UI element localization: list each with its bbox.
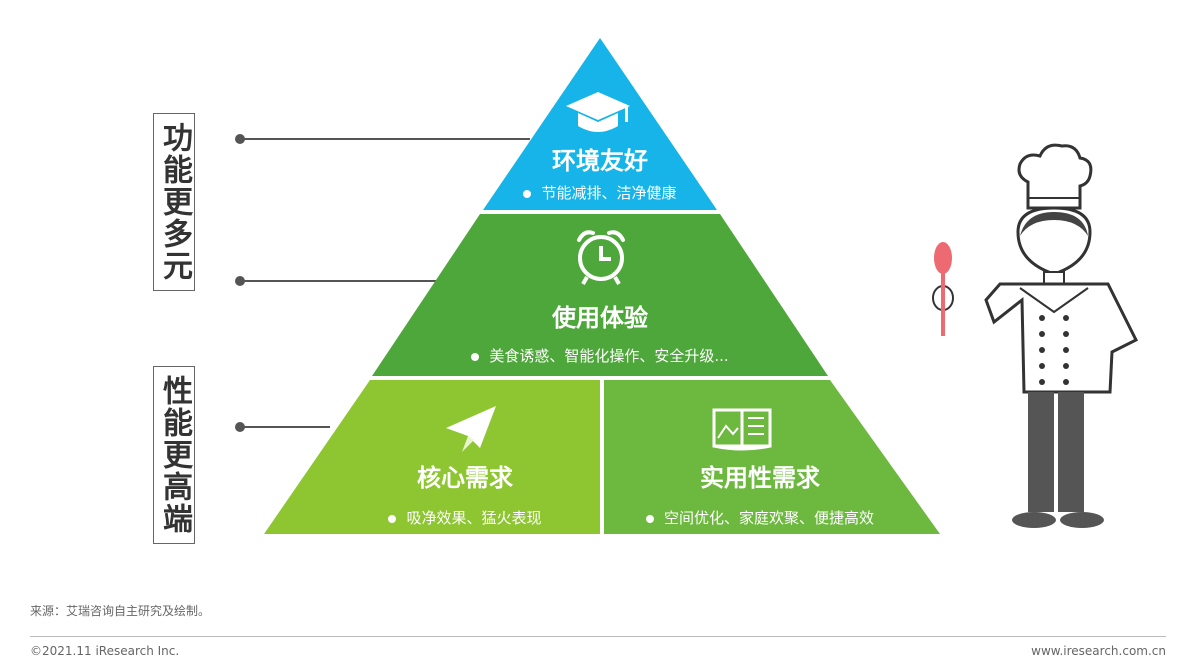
tier-top-text: 环境友好 节能减排、洁净健康 (480, 141, 720, 203)
connector-lines (235, 134, 530, 432)
tier-top-bullet-text: 节能减排、洁净健康 (541, 184, 677, 202)
source-note: 来源：艾瑞咨询自主研究及绘制。 (30, 604, 211, 618)
tier-bottom-left-bullet: 吸净效果、猛火表现 (340, 507, 590, 528)
tier-middle-bullet: 美食诱惑、智能化操作、安全升级... (400, 345, 800, 366)
tier-middle-shape (372, 214, 828, 376)
label-box-bottom: 性能更高端 (153, 366, 195, 544)
tier-bottom-right-text: 实用性需求 空间优化、家庭欢聚、便捷高效 (610, 458, 910, 528)
tier-middle-text: 使用体验 美食诱惑、智能化操作、安全升级... (400, 298, 800, 366)
tier-top-bullet: 节能减排、洁净健康 (480, 182, 720, 203)
footer-copyright: ©2021.11 iResearch Inc. (30, 644, 180, 658)
bullet-dot (645, 514, 654, 523)
bullet-dot (523, 189, 532, 198)
bullet-dot (388, 514, 397, 523)
label-box-top: 功能更多元 (153, 113, 195, 291)
tier-bottom-left-bullet-text: 吸净效果、猛火表现 (406, 509, 542, 527)
footer-divider (30, 636, 1166, 637)
tier-bottom-left-text: 核心需求 吸净效果、猛火表现 (340, 458, 590, 528)
tier-bottom-left-shape (264, 380, 600, 534)
paper-plane-icon (446, 406, 496, 452)
tier-bottom-right-title: 实用性需求 (700, 464, 820, 492)
label-performance: 性能更高端 (157, 375, 192, 535)
tier-bottom-left-title: 核心需求 (417, 464, 513, 492)
alarm-clock-icon (577, 230, 625, 285)
graduation-cap-icon (566, 92, 630, 132)
tier-top-title: 环境友好 (552, 147, 648, 175)
tier-bottom-right-bullet: 空间优化、家庭欢聚、便捷高效 (610, 507, 910, 528)
chef-illustration (932, 143, 1139, 528)
tier-bottom-right-shape (604, 380, 940, 534)
bullet-dot (471, 352, 480, 361)
tier-middle-bullet-text: 美食诱惑、智能化操作、安全升级... (489, 347, 729, 365)
tier-bottom-right-bullet-text: 空间优化、家庭欢聚、便捷高效 (663, 509, 874, 527)
label-functionality: 功能更多元 (157, 122, 192, 282)
footer-website: www.iresearch.com.cn (1031, 644, 1166, 658)
tier-middle-title: 使用体验 (552, 304, 648, 332)
open-book-icon (712, 408, 772, 451)
